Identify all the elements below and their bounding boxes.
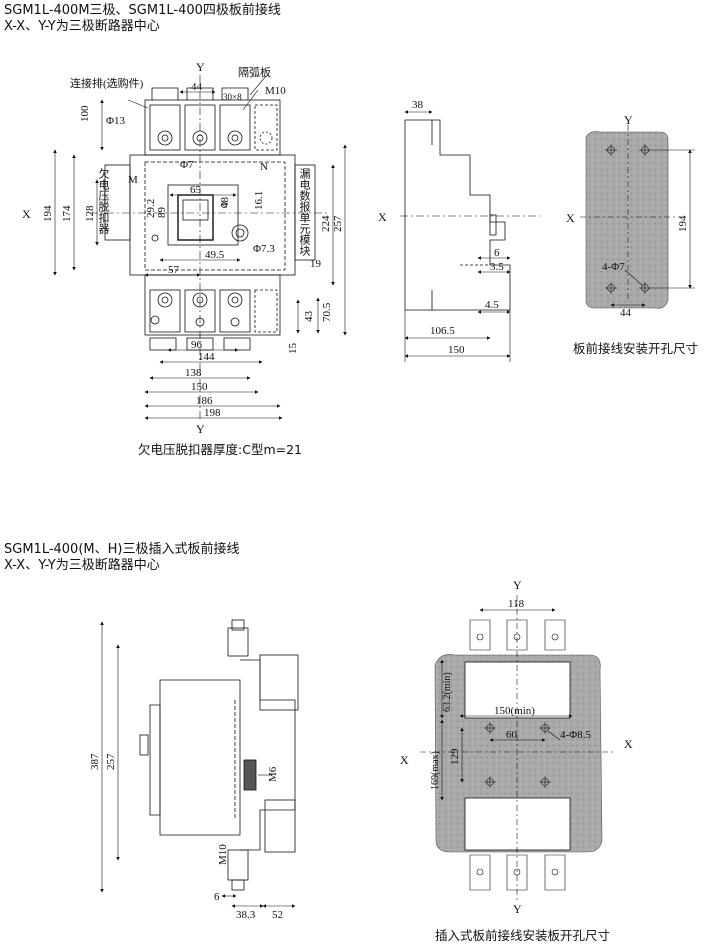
plugin-dim-257: 257 bbox=[105, 753, 117, 770]
side-dim-4-5: 4.5 bbox=[485, 299, 499, 311]
m-label: M bbox=[128, 174, 138, 186]
slot-label: 30×8 bbox=[223, 92, 242, 102]
side-view-drawing bbox=[404, 119, 511, 311]
panel-axis-y: Y bbox=[624, 113, 633, 127]
phi7-3-label: Φ7.3 bbox=[253, 243, 275, 255]
panel-dim-44: 44 bbox=[620, 307, 632, 319]
dim-128: 128 bbox=[84, 205, 96, 222]
plugin-panel-axis-x-left: X bbox=[400, 753, 409, 767]
dim-48: 48 bbox=[219, 197, 231, 209]
dim-15: 15 bbox=[287, 343, 299, 355]
dim-144: 144 bbox=[198, 351, 215, 363]
plugin-side-view-drawing bbox=[139, 619, 299, 891]
plugin-dim-38-3: 38.3 bbox=[236, 909, 256, 921]
side-dim-3-5: 3.5 bbox=[490, 261, 504, 273]
side-dim-106-5: 106.5 bbox=[430, 325, 455, 337]
n-label: N bbox=[260, 161, 268, 173]
dim-49-5: 49.5 bbox=[205, 249, 225, 261]
side-dim-6: 6 bbox=[494, 247, 500, 259]
plugin-panel-axis-y-bottom: Y bbox=[513, 902, 522, 916]
side-dim-150: 150 bbox=[448, 344, 465, 356]
section1-subtitle: X-X、Y-Y为三极断路器中心 bbox=[4, 19, 160, 34]
dim-224: 224 bbox=[320, 215, 332, 232]
plugin-dim-387: 387 bbox=[89, 753, 101, 770]
plugin-side-view-text: 387 257 M6 M10 6 38.3 52 bbox=[89, 753, 283, 921]
dim-194: 194 bbox=[42, 205, 54, 222]
dim-57: 57 bbox=[168, 264, 180, 276]
plugin-panel-dim-129: 129 bbox=[449, 748, 461, 765]
panel-dim-194: 194 bbox=[677, 215, 689, 232]
plugin-panel-dim-63-2: 63.2(min) bbox=[442, 672, 453, 712]
section2-subtitle: X-X、Y-Y为三极断路器中心 bbox=[4, 558, 160, 573]
section1-title: SGM1L-400M三极、SGM1L-400四极板前接线 bbox=[4, 3, 281, 18]
panel-cutout-caption: 板前接线安装开孔尺寸 bbox=[573, 341, 699, 356]
plugin-panel-cutout-drawing: Y Y X X 118 63.2(min) 150(min) 60 4-Φ8.5… bbox=[400, 578, 633, 916]
front-view-text: Y Y X 连接排(选购件) 隔弧板 M10 30×8 44 100 Φ13 Φ… bbox=[22, 60, 344, 436]
side-view-dimension-lines bbox=[400, 110, 540, 362]
plugin-dim-6: 6 bbox=[214, 891, 220, 903]
dim-96: 96 bbox=[191, 339, 203, 351]
m10-label: M10 bbox=[265, 85, 286, 97]
section2-title: SGM1L-400(M、H)三极插入式板前接线 bbox=[4, 542, 240, 557]
dim-43: 43 bbox=[303, 311, 315, 323]
dim-186: 186 bbox=[196, 395, 213, 407]
plugin-panel-dim-60: 60 bbox=[506, 729, 518, 741]
front-view-drawing bbox=[104, 87, 316, 351]
plugin-panel-dim-118: 118 bbox=[508, 598, 525, 610]
dim-89: 89 bbox=[156, 207, 168, 219]
dim-44: 44 bbox=[191, 81, 203, 93]
side-dim-38: 38 bbox=[412, 99, 424, 111]
dim-16-1: 16.1 bbox=[253, 191, 265, 210]
panel-axis-x: X bbox=[566, 211, 575, 225]
dim-138: 138 bbox=[185, 367, 202, 379]
undervoltage-thickness-note: 欠电压脱扣器厚度:C型m=21 bbox=[138, 442, 302, 457]
front-view-centerlines bbox=[90, 75, 330, 420]
side-axis-x: X bbox=[378, 210, 387, 224]
panel-cutout-drawing: Y X 194 4-Φ7 44 bbox=[566, 113, 695, 319]
plugin-panel-dim-150: 150(min) bbox=[494, 705, 535, 717]
dim-150: 150 bbox=[191, 381, 208, 393]
phi13-label: Φ13 bbox=[106, 115, 126, 127]
dim-174: 174 bbox=[61, 205, 73, 222]
plugin-panel-cutout-caption: 插入式板前接线安装板开孔尺寸 bbox=[435, 928, 611, 943]
panel-holes-label: 4-Φ7 bbox=[602, 261, 625, 273]
dim-19: 19 bbox=[310, 258, 322, 270]
dim-65: 65 bbox=[190, 184, 202, 196]
plugin-panel-axis-y-top: Y bbox=[513, 578, 522, 592]
dim-70-5: 70.5 bbox=[321, 302, 333, 322]
leakage-module-label: 漏电数报单元模块 bbox=[298, 168, 311, 257]
phi7-label: Φ7 bbox=[180, 159, 194, 171]
front-axis-y-top: Y bbox=[196, 60, 205, 74]
side-view-text: X 38 6 3.5 4.5 106.5 150 bbox=[378, 99, 504, 356]
arc-barrier-label: 隔弧板 bbox=[238, 65, 271, 79]
plugin-m6-label: M6 bbox=[267, 766, 279, 782]
plugin-dim-52: 52 bbox=[272, 909, 283, 921]
connector-label: 连接排(选购件) bbox=[70, 76, 144, 90]
dim-100: 100 bbox=[79, 105, 91, 122]
front-axis-y-bottom: Y bbox=[196, 422, 205, 436]
front-axis-x: X bbox=[22, 207, 31, 221]
plugin-panel-axis-x-right: X bbox=[624, 737, 633, 751]
front-view-dimension-lines bbox=[53, 75, 347, 420]
dim-198: 198 bbox=[204, 407, 221, 419]
plugin-m10-label: M10 bbox=[217, 844, 229, 865]
plugin-panel-dim-169: 169(max) bbox=[430, 751, 441, 790]
undervoltage-release-label: 欠电压脱扣器 bbox=[97, 167, 110, 235]
plugin-side-view-dimension-lines bbox=[100, 621, 296, 908]
dim-257: 257 bbox=[332, 215, 344, 232]
plugin-panel-holes-label: 4-Φ8.5 bbox=[560, 729, 591, 741]
dim-29-2: 29.2 bbox=[145, 199, 157, 218]
